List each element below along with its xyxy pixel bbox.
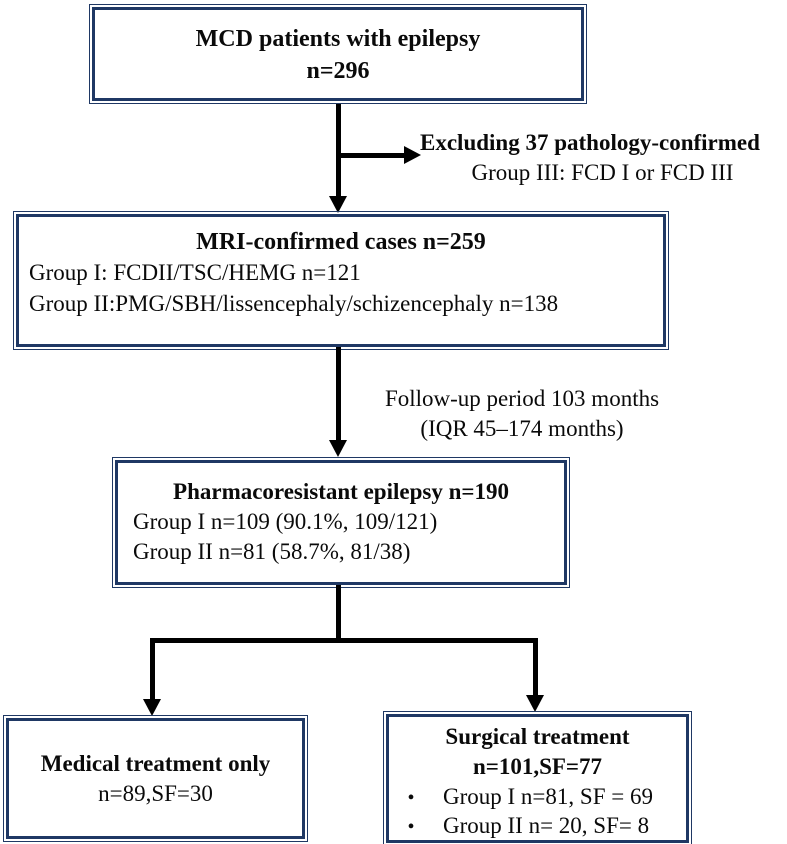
connector-mri-to-pharma-line bbox=[336, 347, 341, 442]
node-pharma-group1: Group I n=109 (90.1%, 109/121) bbox=[133, 509, 438, 535]
exclusion-line1: Excluding 37 pathology-confirmed bbox=[420, 130, 760, 155]
node-mri-group2: Group II:PMG/SBH/lissencephaly/schizence… bbox=[29, 290, 559, 316]
connector-to-medical-line bbox=[150, 638, 155, 701]
node-pharma-title: Pharmacoresistant epilepsy n=190 bbox=[173, 479, 509, 504]
connector-exclusion-branch-line bbox=[338, 153, 406, 158]
connector-split-horizontal-line bbox=[150, 638, 538, 643]
surgical-group1: Group I n=81, SF = 69 bbox=[443, 783, 653, 809]
surgical-bullet-row: • Group II n= 20, SF= 8 bbox=[389, 811, 686, 841]
arrowhead-down-icon bbox=[329, 196, 347, 213]
node-surgical-treatment: Surgical treatment n=101,SF=77 • Group I… bbox=[383, 711, 692, 844]
node-medical-count: n=89,SF=30 bbox=[98, 780, 213, 806]
node-pharmacoresistant: Pharmacoresistant epilepsy n=190 Group I… bbox=[112, 457, 570, 588]
node-surgical-count: n=101,SF=77 bbox=[472, 753, 603, 779]
arrowhead-right-icon bbox=[404, 146, 421, 164]
node-medical-treatment: Medical treatment only n=89,SF=30 bbox=[3, 715, 308, 842]
arrowhead-down-icon bbox=[526, 695, 544, 712]
node-mcd-title: MCD patients with epilepsy bbox=[195, 26, 481, 52]
followup-line2: (IQR 45–174 months) bbox=[420, 415, 624, 441]
connector-pharma-stem-line bbox=[336, 585, 341, 641]
connector-to-surgical-line bbox=[533, 638, 538, 696]
connector-mcd-to-mri-line bbox=[336, 104, 341, 198]
arrowhead-down-icon bbox=[143, 699, 161, 716]
node-pharma-group2: Group II n=81 (58.7%, 81/38) bbox=[133, 539, 411, 565]
surgical-group2: Group II n= 20, SF= 8 bbox=[443, 813, 650, 839]
node-medical-title: Medical treatment only bbox=[40, 750, 271, 776]
bullet-icon: • bbox=[407, 816, 415, 839]
node-surgical-title: Surgical treatment bbox=[445, 724, 630, 749]
node-mri-confirmed: MRI-confirmed cases n=259 Group I: FCDII… bbox=[13, 211, 669, 350]
surgical-bullet-row: • Group I n=81, SF = 69 bbox=[389, 782, 686, 812]
node-mri-group1: Group I: FCDII/TSC/HEMG n=121 bbox=[29, 260, 361, 286]
node-mcd-count: n=296 bbox=[306, 58, 370, 85]
followup-annotation: Follow-up period 103 months (IQR 45–174 … bbox=[372, 384, 672, 444]
node-mri-title: MRI-confirmed cases n=259 bbox=[196, 229, 486, 255]
followup-line1: Follow-up period 103 months bbox=[384, 386, 660, 411]
node-mcd-patients: MCD patients with epilepsy n=296 bbox=[89, 4, 587, 104]
exclusion-annotation: Excluding 37 pathology-confirmed Group I… bbox=[420, 128, 785, 188]
exclusion-line2: Group III: FCD I or FCD III bbox=[471, 159, 734, 185]
arrowhead-down-icon bbox=[329, 440, 347, 457]
bullet-icon: • bbox=[407, 786, 415, 809]
